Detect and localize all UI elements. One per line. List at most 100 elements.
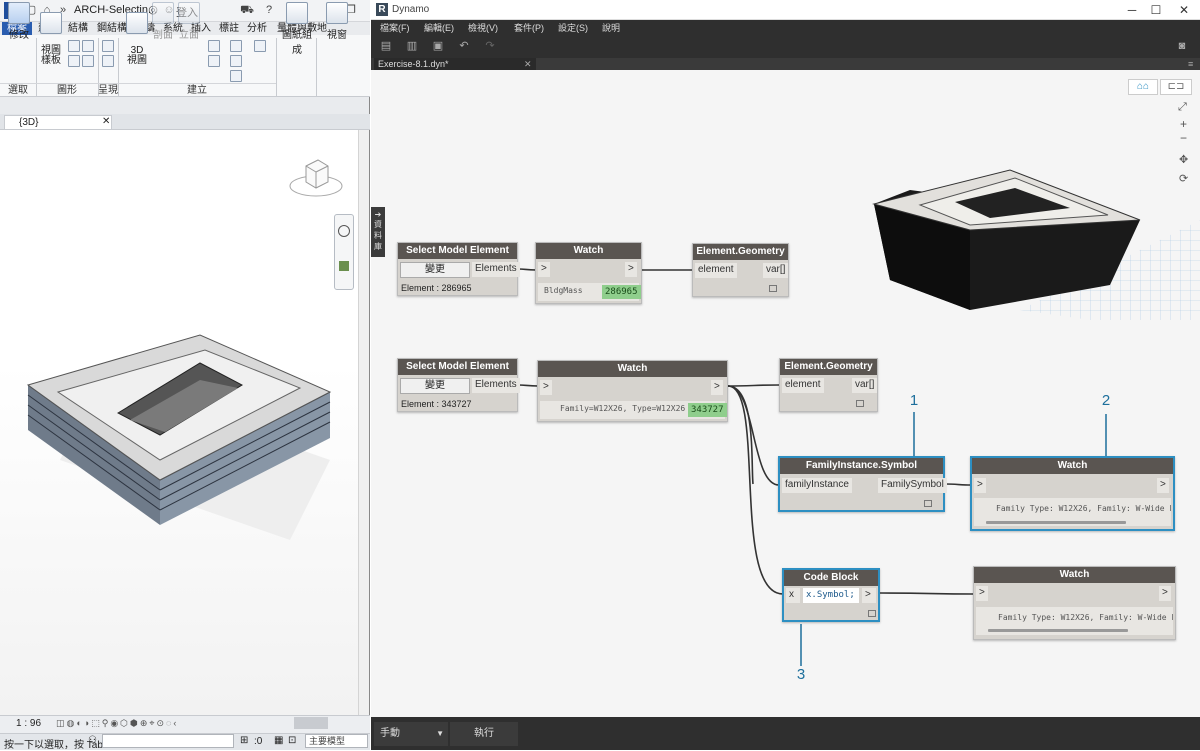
zoom-fit-icon[interactable]: ⤢ <box>1178 101 1187 113</box>
status-input[interactable] <box>102 734 234 748</box>
redo-icon[interactable]: ↷ <box>485 40 495 52</box>
output-port[interactable]: > <box>711 380 723 395</box>
ribbon-tab-annotate[interactable]: 標註 <box>219 23 239 34</box>
output-port-familysymbol[interactable]: FamilySymbol <box>878 478 947 493</box>
view-scale[interactable]: 1 : 96 <box>16 718 42 729</box>
node-watch-2[interactable]: Watch > > Family=W12X26, Type=W12X26 343… <box>537 360 728 422</box>
ribbon-tab-massing[interactable]: 量體與敷地 <box>277 23 327 34</box>
drafting-view-icon[interactable] <box>208 55 220 67</box>
zoom-out-icon[interactable]: − <box>1180 131 1188 145</box>
change-button[interactable]: 變更 <box>400 378 470 394</box>
node-watch-3[interactable]: Watch > > Family Type: W12X26, Family: W… <box>970 456 1175 531</box>
zoom-icon[interactable] <box>339 261 349 271</box>
run-mode-select[interactable]: 手動 ▼ <box>374 722 448 746</box>
cart-icon[interactable]: ⛟ <box>240 4 254 16</box>
callout-icon[interactable] <box>208 40 220 52</box>
input-port[interactable]: > <box>976 586 988 601</box>
group-select[interactable]: 選取 <box>0 83 36 97</box>
input-port-familyinstance[interactable]: familyInstance <box>782 478 852 493</box>
output-port-var[interactable]: var[] <box>852 378 878 393</box>
node-watch-4[interactable]: Watch > > Family Type: W12X26, Family: W… <box>973 566 1176 640</box>
sheet-compose-button[interactable]: 圖紙組成 <box>280 2 314 56</box>
pin-icon[interactable]: ⊞ <box>240 735 249 746</box>
run-button[interactable]: 執行 <box>450 722 518 746</box>
view-control-icons[interactable]: ◫◍◐◑⬚⚲◉⬡⬢⊕⌖⊙◌‹ <box>56 718 179 728</box>
elevation-button[interactable]: 立面 <box>178 2 200 41</box>
folder-icon[interactable]: ⌂ <box>43 4 51 16</box>
change-button[interactable]: 變更 <box>400 262 470 278</box>
menu-edit[interactable]: 編輯(E) <box>424 23 454 33</box>
library-toggle[interactable]: ➔資料庫 <box>371 207 385 257</box>
plan-views-icon[interactable] <box>230 40 242 52</box>
menu-view[interactable]: 檢視(V) <box>468 23 498 33</box>
section-button[interactable]: 剖面 <box>152 2 174 41</box>
node-element-geometry-2[interactable]: Element.Geometry element var[] <box>779 358 878 412</box>
output-port-elements[interactable]: Elements <box>472 378 520 393</box>
pan-icon[interactable]: ✥ <box>1179 154 1189 166</box>
open-icon[interactable]: ▢ <box>25 4 37 16</box>
geometry-view-toggle[interactable]: ⌂⌂ <box>1128 79 1158 95</box>
duplicate-view-icon[interactable] <box>230 70 242 82</box>
watch-scrollbar[interactable] <box>986 521 1126 524</box>
output-port[interactable]: > <box>625 262 637 277</box>
node-select-model-element-2[interactable]: Select Model Element 變更 Elements Element… <box>397 358 520 412</box>
show-hidden-icon[interactable] <box>82 40 94 52</box>
filter-icon[interactable]: ▦ <box>274 735 284 746</box>
input-port-element[interactable]: element <box>695 263 737 278</box>
node-element-geometry-1[interactable]: Element.Geometry element var[] <box>692 243 789 297</box>
ribbon-tab-analyze[interactable]: 分析 <box>247 23 267 34</box>
node-select-model-element-1[interactable]: Select Model Element 變更 Elements Element… <box>397 242 520 296</box>
output-port[interactable]: > <box>1157 478 1169 493</box>
preview-toggle-icon[interactable] <box>868 610 876 617</box>
3d-view-button[interactable]: 3D 視圖 <box>124 2 150 66</box>
output-port-var[interactable]: var[] <box>763 263 789 278</box>
tab-menu-icon[interactable]: ≡ <box>1188 59 1194 69</box>
input-port[interactable]: > <box>540 380 552 395</box>
node-watch-1[interactable]: Watch > > BldgMass 286965 <box>535 242 642 304</box>
viewcube[interactable] <box>288 154 344 200</box>
preview-toggle-icon[interactable] <box>924 500 932 507</box>
output-port[interactable]: > <box>1159 586 1171 601</box>
new-file-icon[interactable]: ▤ <box>380 40 392 52</box>
code-editor[interactable]: x.Symbol; <box>803 588 859 603</box>
menu-settings[interactable]: 設定(S) <box>558 23 588 33</box>
view-template-button[interactable]: 視圖 樣板 <box>38 2 64 66</box>
input-port[interactable]: > <box>974 478 986 493</box>
watch-scrollbar[interactable] <box>988 629 1128 632</box>
input-port[interactable]: > <box>538 262 550 277</box>
ribbon-tab-structure[interactable]: 結構 <box>68 23 88 34</box>
camera-icon[interactable]: ◙ <box>1178 40 1186 52</box>
visibility-icon[interactable] <box>68 55 80 67</box>
steering-wheel-icon[interactable] <box>338 225 350 237</box>
render-icon[interactable] <box>102 40 114 52</box>
modify-button[interactable]: 修改 <box>4 2 34 41</box>
ribbon-tab-file[interactable]: 檔案 <box>2 22 32 35</box>
undo-icon[interactable]: ↶ <box>459 40 469 52</box>
model-select[interactable]: 主要模型 <box>305 734 368 748</box>
input-port-x[interactable]: x <box>786 588 800 603</box>
filters-icon[interactable] <box>82 55 94 67</box>
element-id-value[interactable]: 343727 <box>688 403 727 417</box>
more-icon[interactable]: » <box>59 4 67 16</box>
orbit-icon[interactable]: ⟳ <box>1179 173 1189 185</box>
preview-toggle-icon[interactable] <box>769 285 777 292</box>
open-file-icon[interactable]: ▥ <box>406 40 418 52</box>
preview-toggle-icon[interactable] <box>856 400 864 407</box>
element-id-value[interactable]: 286965 <box>602 285 641 299</box>
restore-icon[interactable]: ❐ <box>346 4 356 16</box>
minimize-icon[interactable]: ─ <box>1127 3 1137 17</box>
output-port-elements[interactable]: Elements <box>472 262 520 277</box>
close-icon[interactable]: ✕ <box>1178 3 1190 17</box>
help-icon[interactable]: ? <box>265 4 273 16</box>
node-familyinstance-symbol[interactable]: FamilyInstance.Symbol familyInstance Fam… <box>778 456 947 512</box>
graph-view-toggle[interactable]: ⊏⊐ <box>1160 79 1192 95</box>
horizontal-scrollbar[interactable] <box>294 717 328 729</box>
worksets-icon[interactable]: ⚇ <box>88 735 97 746</box>
legends-icon[interactable] <box>230 55 242 67</box>
ribbon-tab-insert[interactable]: 插入 <box>191 23 211 34</box>
render-gallery-icon[interactable] <box>102 55 114 67</box>
close-icon[interactable]: ✕ <box>102 116 111 127</box>
menu-packages[interactable]: 套件(P) <box>514 23 544 33</box>
tab-close-icon[interactable]: ✕ <box>524 59 532 69</box>
revit-vertical-scrollbar[interactable] <box>358 130 369 715</box>
